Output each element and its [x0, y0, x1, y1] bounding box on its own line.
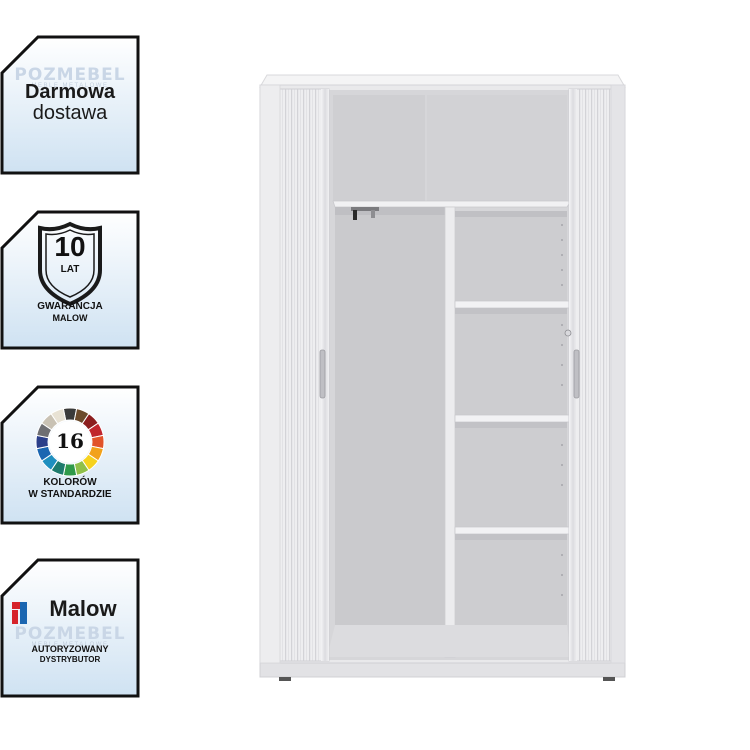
left-tambour-door: [278, 88, 330, 662]
warranty-unit: LAT: [60, 264, 80, 275]
malow-logo-icon: [12, 602, 27, 624]
badge-frame: [0, 385, 140, 525]
colors-count: 16: [56, 429, 84, 453]
colors-line1: KOLORÓW: [43, 477, 97, 488]
delivery-line2: dostawa: [32, 102, 108, 124]
badge-frame: [0, 210, 140, 350]
badge-frame: [0, 35, 140, 175]
colors-line2: W STANDARDZIE: [28, 489, 112, 500]
warranty-line1: GWARANCJA: [37, 301, 103, 312]
distributor-line1: AUTORYZOWANY: [31, 644, 109, 654]
warranty-line2: MALOW: [52, 313, 88, 323]
shield-icon: [38, 221, 102, 307]
warranty-years: 10: [54, 231, 86, 262]
lock-icon: [564, 329, 572, 337]
watermark-subtext: MEBLE METALOWE: [31, 83, 109, 89]
watermark-text: POZMEBEL: [14, 624, 126, 644]
badge-distributor: Malow POZMEBEL MEBLE METALOWE AUTORYZOWA…: [0, 558, 140, 698]
badge-frame: [0, 558, 140, 698]
color-swatch: [50, 408, 67, 425]
delivery-line1: Darmowa: [24, 81, 116, 103]
right-tambour-door: [564, 88, 614, 662]
watermark-text: POZMEBEL: [14, 65, 126, 85]
shelf: [332, 200, 572, 208]
badge-free-delivery: POZMEBEL MEBLE METALOWE Darmowa dostawa: [0, 35, 140, 175]
left-handle: [319, 349, 326, 399]
watermark-subtext: MEBLE METALOWE: [31, 642, 109, 648]
right-handle: [573, 349, 580, 399]
color-wheel-icon: [35, 407, 105, 477]
brand-name: Malow: [49, 596, 117, 621]
badge-colors: 16 KOLORÓW W STANDARDZIE: [0, 385, 140, 525]
distributor-line2: DYSTRYBUTOR: [39, 655, 101, 664]
cabinet-image: [259, 74, 626, 681]
badge-warranty: 10 LAT GWARANCJA MALOW: [0, 210, 140, 350]
divider: [444, 206, 456, 658]
